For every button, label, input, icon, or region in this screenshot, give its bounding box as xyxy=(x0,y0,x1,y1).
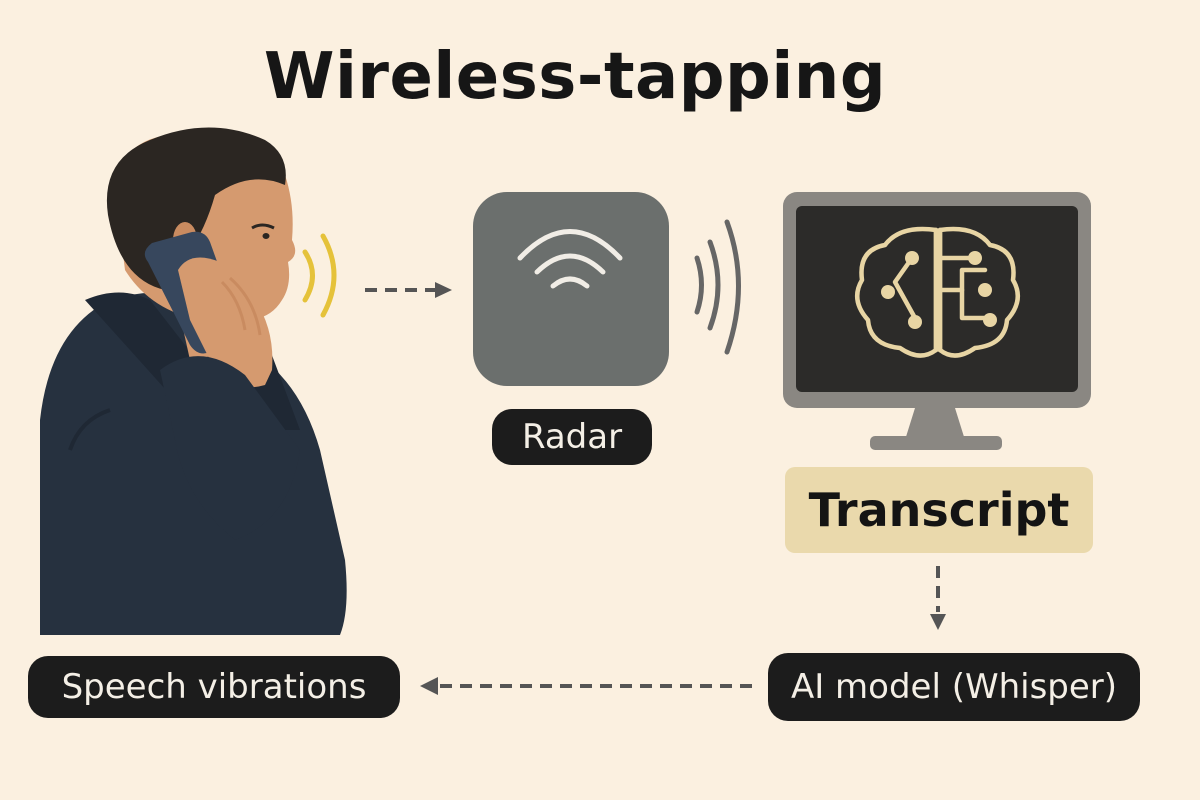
speech-vibrations-label: Speech vibrations xyxy=(28,656,400,718)
monitor-with-brain-icon xyxy=(783,192,1091,450)
arrow-to-speech xyxy=(420,677,752,695)
ai-model-label: AI model (Whisper) xyxy=(768,653,1140,721)
radar-device-icon xyxy=(473,192,669,386)
radar-label: Radar xyxy=(492,409,652,465)
transcript-label: Transcript xyxy=(785,467,1093,553)
arrow-to-ai-model xyxy=(930,566,946,630)
arrow-to-radar xyxy=(365,282,452,298)
page-title: Wireless-tapping xyxy=(263,40,887,114)
sound-waves-icon xyxy=(302,233,337,318)
wifi-waves-icon xyxy=(517,229,623,289)
person-on-phone-illustration xyxy=(40,127,347,635)
circuit-brain-icon xyxy=(854,226,1021,358)
radio-arcs-icon xyxy=(694,219,741,355)
